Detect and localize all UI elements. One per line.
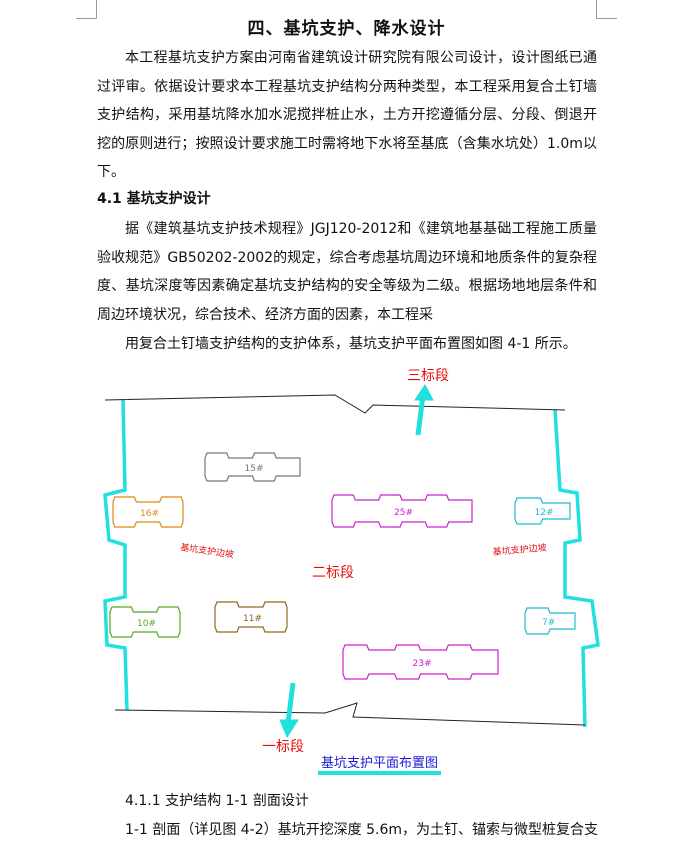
building-outline	[524, 607, 576, 635]
building-16: 16#	[112, 496, 184, 528]
building-outline	[214, 601, 288, 633]
slope-annotations: 基坑支护边坡 基坑支护边坡	[180, 541, 547, 560]
building-12: 12#	[514, 497, 571, 525]
slope-annotation: 基坑支护边坡	[492, 541, 547, 558]
page-title: 四、基坑支护、降水设计	[247, 19, 446, 39]
building-outline	[204, 452, 301, 482]
arrow-down-icon	[279, 719, 299, 739]
building-label: 11#	[243, 614, 262, 624]
slope-annotation: 基坑支护边坡	[180, 541, 235, 560]
figure-caption: 基坑支护平面布置图	[318, 752, 442, 775]
building-label: 23#	[413, 659, 432, 669]
building-outline	[342, 644, 499, 680]
crop-mark-top-left	[76, 0, 97, 19]
building-7: 7#	[524, 607, 576, 635]
building-footprints: 15# 16# 25# 12# 10# 11# 23# 7#	[109, 452, 576, 680]
building-outline	[514, 497, 571, 525]
building-label: 12#	[535, 508, 554, 518]
building-11: 11#	[214, 601, 288, 633]
zone-label: 三标段	[407, 368, 449, 384]
crop-mark-top-right	[596, 0, 617, 19]
intro-paragraph: 本工程基坑支护方案由河南省建筑设计研究院有限公司设计，设计图纸已通过评审。依据设…	[97, 50, 597, 180]
building-label: 10#	[137, 619, 156, 629]
building-outline	[112, 496, 184, 528]
building-outline	[109, 606, 181, 638]
building-label: 15#	[245, 464, 264, 474]
section-paragraph: 据《建筑基坑支护技术规程》JGJ120-2012和《建筑地基基础工程施工质量验收…	[97, 221, 597, 323]
building-label: 25#	[394, 508, 413, 518]
subsection-heading: 4.1.1 支护结构 1-1 剖面设计	[125, 793, 309, 809]
zone-arrows	[279, 384, 434, 739]
arrow-up-icon	[414, 384, 434, 401]
building-23: 23#	[342, 644, 499, 680]
building-10: 10#	[109, 606, 181, 638]
section-heading: 4.1 基坑支护设计	[97, 191, 211, 207]
building-25: 25#	[331, 494, 473, 528]
section-paragraph-continued: 用复合土钉墙支护结构的支护体系，基坑支护平面布置图如图 4-1 所示。	[125, 336, 577, 352]
pit-outline	[104, 394, 586, 726]
building-label: 7#	[542, 618, 555, 628]
building-label: 16#	[140, 509, 159, 519]
building-15: 15#	[204, 452, 301, 482]
pit-boundary	[103, 399, 600, 728]
zone-label: 一标段	[262, 739, 304, 755]
subsection-text: 1-1 剖面（详见图 4-2）基坑开挖深度 5.6m，为土钉、锚索与微型桩复合支	[125, 822, 598, 838]
zone-label: 二标段	[312, 565, 354, 581]
building-outline	[331, 494, 473, 528]
